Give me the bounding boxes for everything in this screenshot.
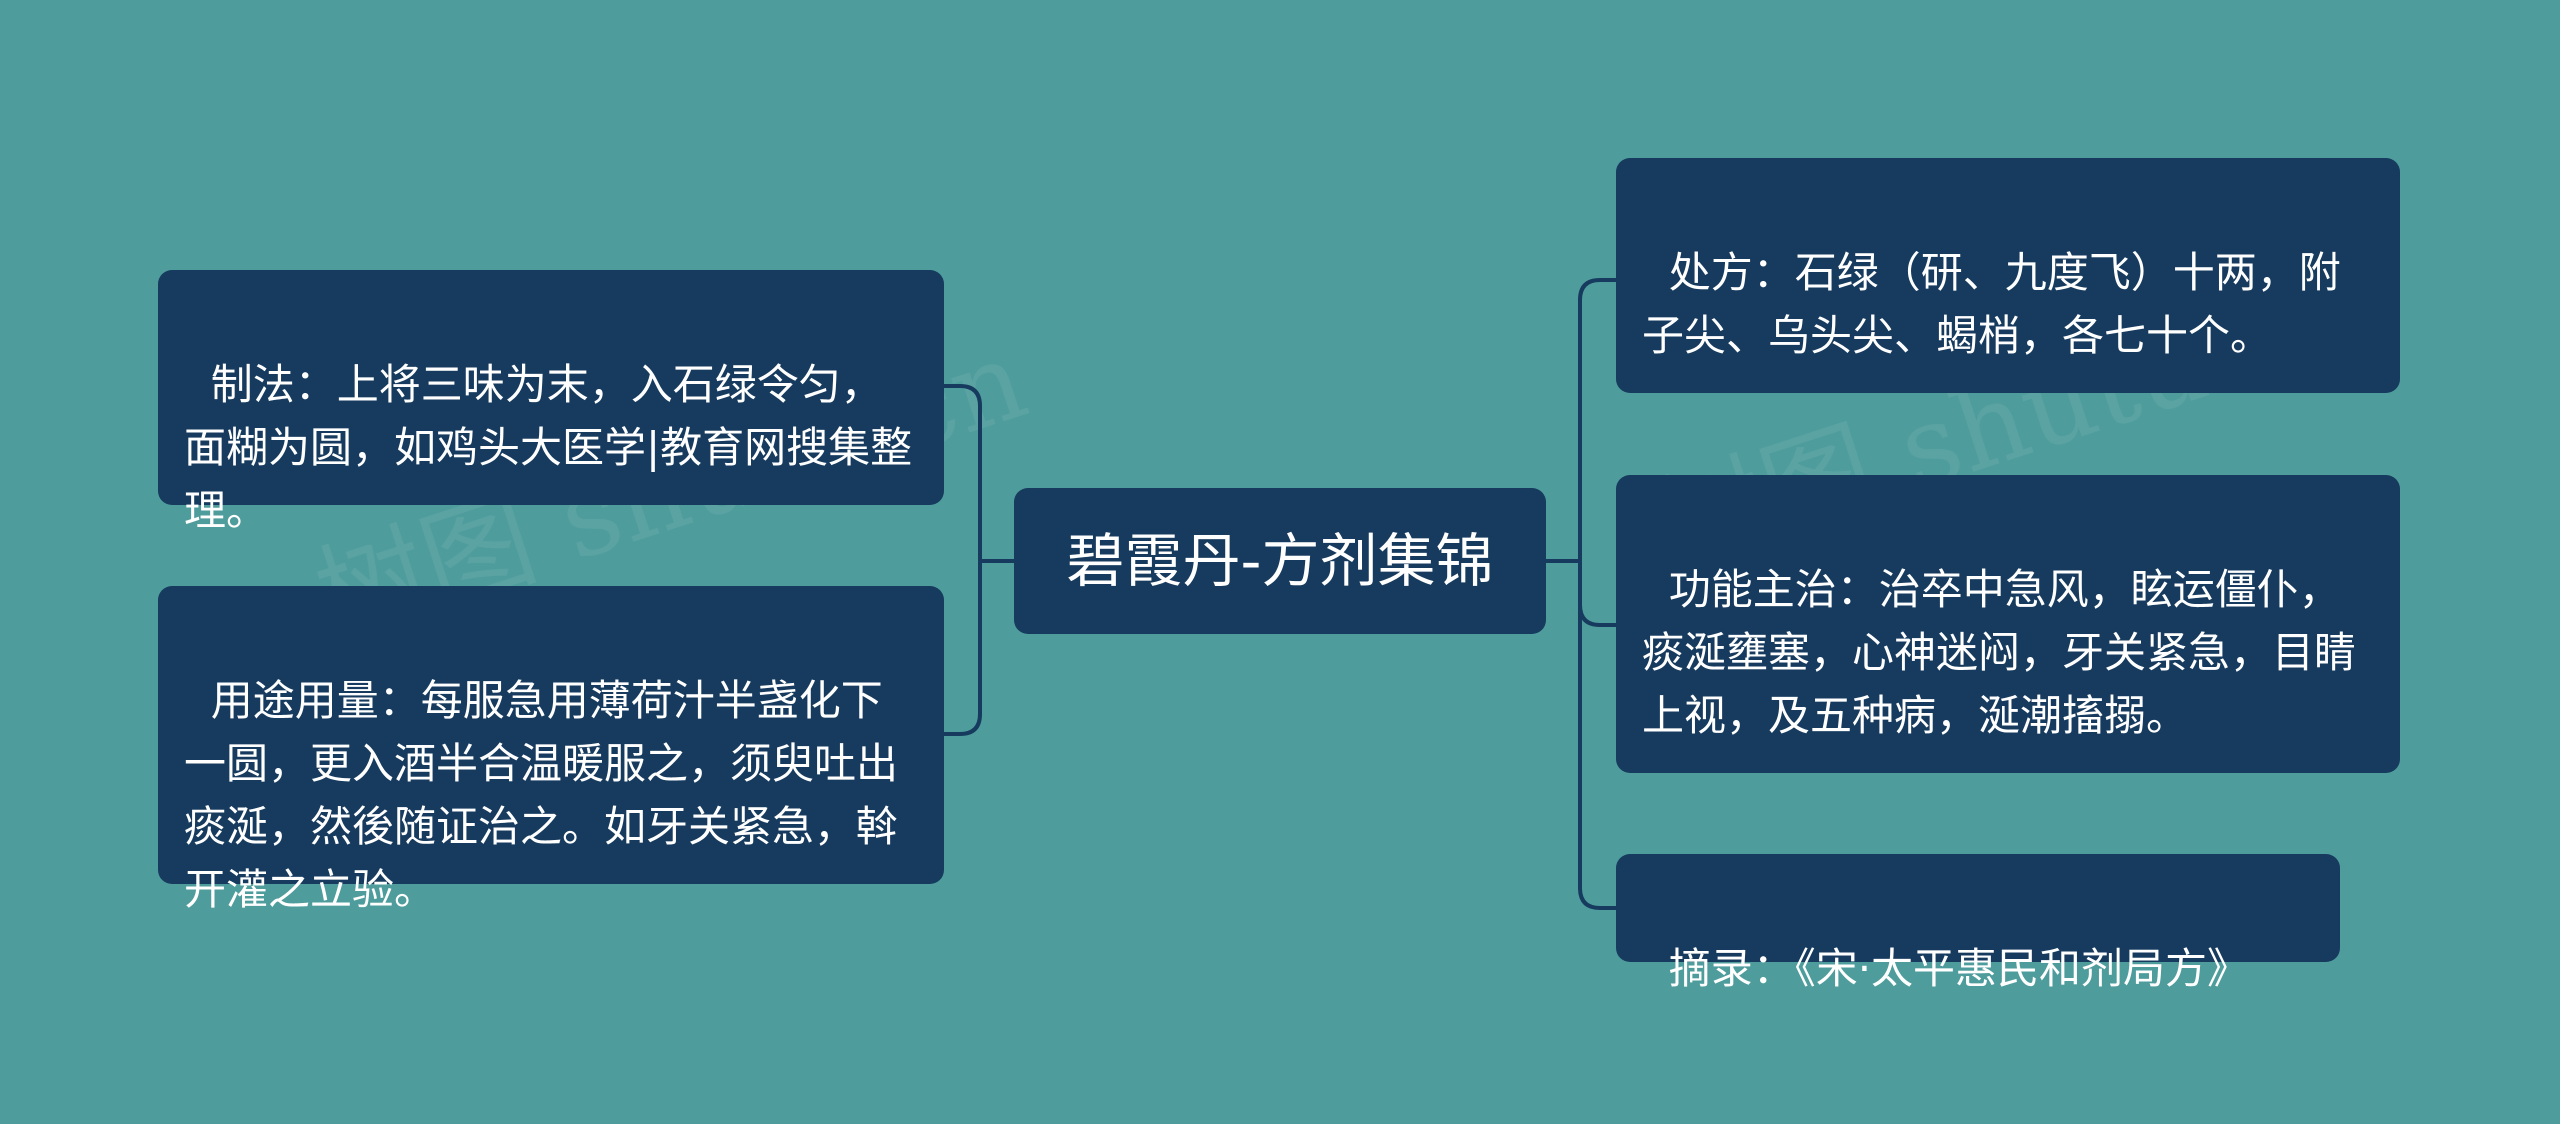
right-node-prescription[interactable]: 处方：石绿（研、九度飞）十两，附子尖、乌头尖、蝎梢，各七十个。 [1616, 158, 2400, 393]
connector-right-3 [1578, 561, 1616, 910]
connector-left-2 [944, 561, 982, 736]
right-node-indications-text: 功能主治：治卒中急风，眩运僵仆，痰涎壅塞，心神迷闷，牙关紧急，目睛上视，及五种病… [1642, 565, 2357, 740]
left-node-usage[interactable]: 用途用量：每服急用薄荷汁半盏化下一圆，更入酒半合温暖服之，须臾吐出痰涎，然後随证… [158, 586, 944, 914]
left-node-method-text: 制法：上将三味为末，入石绿令匀，面糊为圆，如鸡头大医学|教育网搜集整理。 [184, 360, 913, 535]
right-node-prescription-text: 处方：石绿（研、九度飞）十两，附子尖、乌头尖、蝎梢，各七十个。 [1642, 248, 2341, 360]
right-node-source[interactable]: 摘录：《宋·太平惠民和剂局方》 [1616, 854, 2340, 993]
connector-left-1 [944, 384, 982, 561]
left-node-method[interactable]: 制法：上将三味为末，入石绿令匀，面糊为圆，如鸡头大医学|教育网搜集整理。 [158, 270, 944, 535]
root-label: 碧霞丹-方剂集锦 [1066, 527, 1494, 595]
connector-right-2 [1578, 561, 1616, 627]
connector-right-1 [1578, 278, 1616, 561]
right-node-source-text: 摘录：《宋·太平惠民和剂局方》 [1668, 944, 2250, 993]
right-node-indications[interactable]: 功能主治：治卒中急风，眩运僵仆，痰涎壅塞，心神迷闷，牙关紧急，目睛上视，及五种病… [1616, 475, 2400, 773]
root-node[interactable]: 碧霞丹-方剂集锦 [1014, 488, 1546, 634]
left-node-usage-text: 用途用量：每服急用薄荷汁半盏化下一圆，更入酒半合温暖服之，须臾吐出痰涎，然後随证… [184, 676, 899, 914]
